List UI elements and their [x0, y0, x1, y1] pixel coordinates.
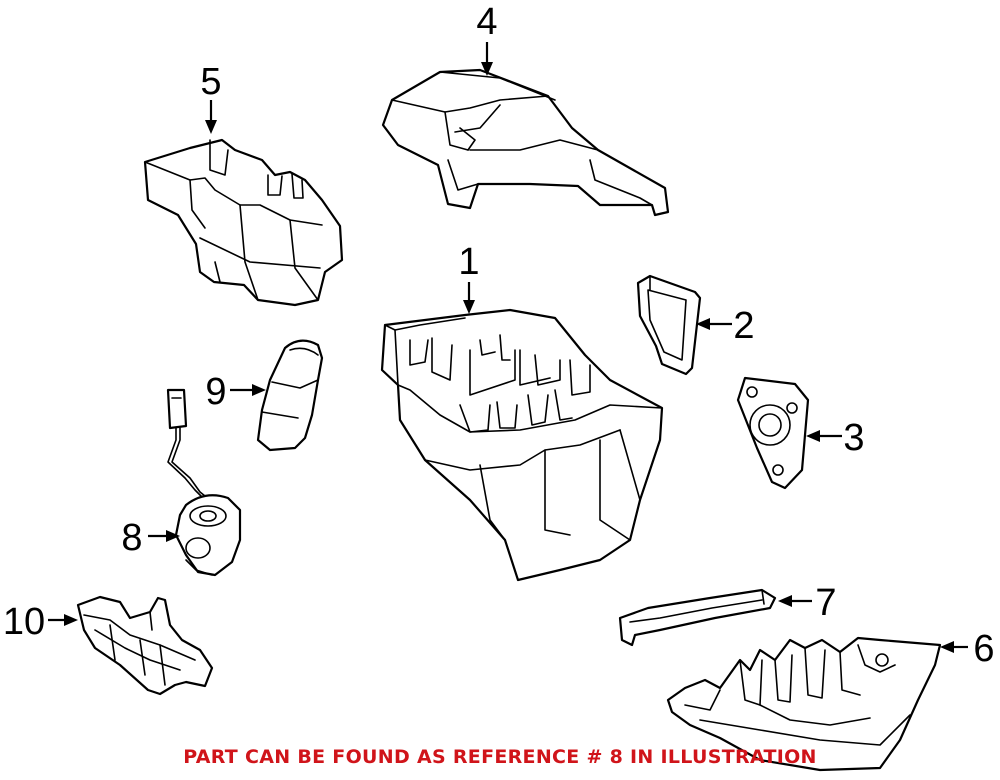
arrow-4-icon [481, 62, 493, 76]
callout-7: 7 [815, 582, 836, 624]
arrow-1-icon [463, 300, 475, 314]
callout-5: 5 [200, 61, 221, 103]
part-1-tray [380, 308, 664, 582]
callout-10: 10 [3, 601, 45, 643]
callout-8: 8 [121, 517, 142, 559]
callout-3: 3 [843, 417, 864, 459]
arrow-6-icon [940, 641, 954, 653]
callout-1: 1 [458, 241, 479, 283]
leaders [48, 42, 968, 653]
reference-note: PART CAN BE FOUND AS REFERENCE # 8 IN IL… [183, 746, 817, 768]
arrow-10-icon [64, 614, 78, 626]
callout-2: 2 [733, 305, 754, 347]
arrow-2-icon [696, 318, 710, 330]
callout-labels: 4 5 1 2 3 9 8 10 7 6 [3, 1, 995, 670]
arrow-8-icon [166, 530, 180, 542]
callout-9: 9 [205, 371, 226, 413]
callout-4: 4 [476, 1, 497, 43]
part-9-pad [256, 339, 324, 452]
part-8-sensor [166, 388, 242, 577]
callout-6: 6 [973, 628, 994, 670]
part-6-lower [666, 636, 942, 772]
arrow-7-icon [778, 595, 792, 607]
part-5-holder [143, 138, 344, 307]
arrow-9-icon [252, 384, 266, 396]
arrow-5-icon [205, 120, 217, 134]
part-7-strip [618, 588, 777, 647]
part-4-cover [381, 68, 670, 217]
part-10-base [76, 595, 214, 696]
arrow-3-icon [806, 430, 820, 442]
part-2-bracket [636, 274, 702, 376]
part-3-gasket [736, 376, 810, 490]
